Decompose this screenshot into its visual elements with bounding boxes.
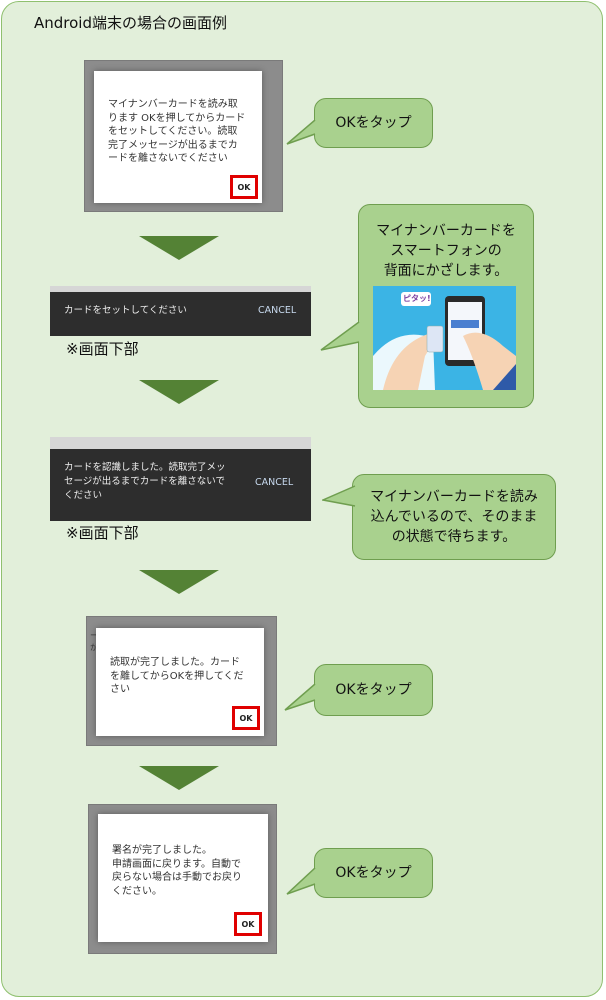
step2-note: ※画面下部: [66, 338, 139, 359]
step1-dialog: マイナンバーカードを読み取 ります OKを押してからカード をセットしてください…: [94, 71, 262, 203]
step5-callout-tail: [286, 868, 316, 896]
down-arrow-2: [139, 380, 219, 404]
down-arrow-3: [139, 570, 219, 594]
step1-callout-tail: [286, 120, 316, 146]
down-arrow-4: [139, 766, 219, 790]
card-scan-illustration: ピタッ!: [373, 286, 516, 390]
step2-callout-text: マイナンバーカードを スマートフォンの 背面にかざします。: [376, 221, 516, 281]
step4-dialog-text: 読取が完了しました。カード を離してからOKを押してくだ さい: [110, 656, 260, 697]
step2-snackbar: カードをセットしてください CANCEL: [50, 286, 311, 336]
step4-callout-tail: [284, 684, 316, 712]
step3-snackbar: カードを認識しました。読取完了メッ セージが出るまでカードを離さないで ください…: [50, 437, 311, 521]
step1-callout: OKをタップ: [314, 98, 433, 148]
step3-callout: マイナンバーカードを読み 込んでいるので、そのまま の状態で待ちます。: [352, 474, 556, 560]
step4-dialog: 読取が完了しました。カード を離してからOKを押してくだ さい OK: [96, 628, 264, 736]
step5-screenshot: 署名が完了しました。 申請画面に戻ります。自動で 戻らない場合は手動でお戻り く…: [88, 804, 277, 954]
step5-dialog-text: 署名が完了しました。 申請画面に戻ります。自動で 戻らない場合は手動でお戻り く…: [112, 844, 266, 898]
step3-snackbar-text: カードを認識しました。読取完了メッ セージが出るまでカードを離さないで ください: [64, 461, 226, 503]
step5-ok-button[interactable]: OK: [234, 912, 262, 936]
step5-dialog: 署名が完了しました。 申請画面に戻ります。自動で 戻らない場合は手動でお戻り く…: [98, 814, 268, 942]
step4-screenshot: ーか 読取が完了しました。カード を離してからOKを押してくだ さい OK: [86, 616, 277, 746]
illustration-caption: ピタッ!: [403, 293, 431, 304]
step1-ok-button[interactable]: OK: [230, 175, 258, 199]
step1-screenshot: マイナンバーカードを読み取 ります OKを押してからカード をセットしてください…: [84, 60, 283, 212]
page-title: Android端末の場合の画面例: [34, 12, 227, 33]
step2-callout-tail: [320, 322, 360, 352]
step2-cancel-button[interactable]: CANCEL: [258, 305, 296, 316]
step2-snackbar-text: カードをセットしてください: [64, 304, 187, 318]
step3-note: ※画面下部: [66, 522, 139, 543]
step4-ok-button[interactable]: OK: [232, 706, 260, 730]
step5-callout: OKをタップ: [314, 848, 433, 898]
step3-callout-tail: [322, 484, 356, 510]
step4-callout: OKをタップ: [314, 664, 433, 716]
step1-dialog-text: マイナンバーカードを読み取 ります OKを押してからカード をセットしてください…: [108, 98, 260, 166]
step3-cancel-button[interactable]: CANCEL: [255, 477, 293, 488]
down-arrow-1: [139, 236, 219, 260]
